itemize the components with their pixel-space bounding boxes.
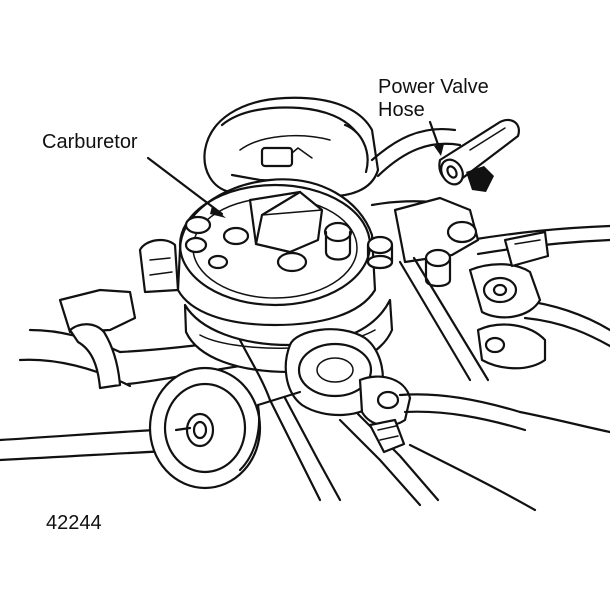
pulley xyxy=(148,366,302,490)
left-components xyxy=(0,238,242,462)
leader-lines xyxy=(146,120,444,218)
upper-housing xyxy=(203,96,380,198)
power-valve-hose xyxy=(438,118,520,192)
right-linkage xyxy=(393,196,550,382)
power-valve-hose-label-line1: Power Valve xyxy=(378,76,489,98)
hose-lines xyxy=(370,127,610,348)
figure-number: 42244 xyxy=(46,512,102,534)
carburetor-label: Carburetor xyxy=(42,131,138,153)
lower-components xyxy=(238,328,610,512)
power-valve-hose-label-line2: Hose xyxy=(378,99,425,121)
